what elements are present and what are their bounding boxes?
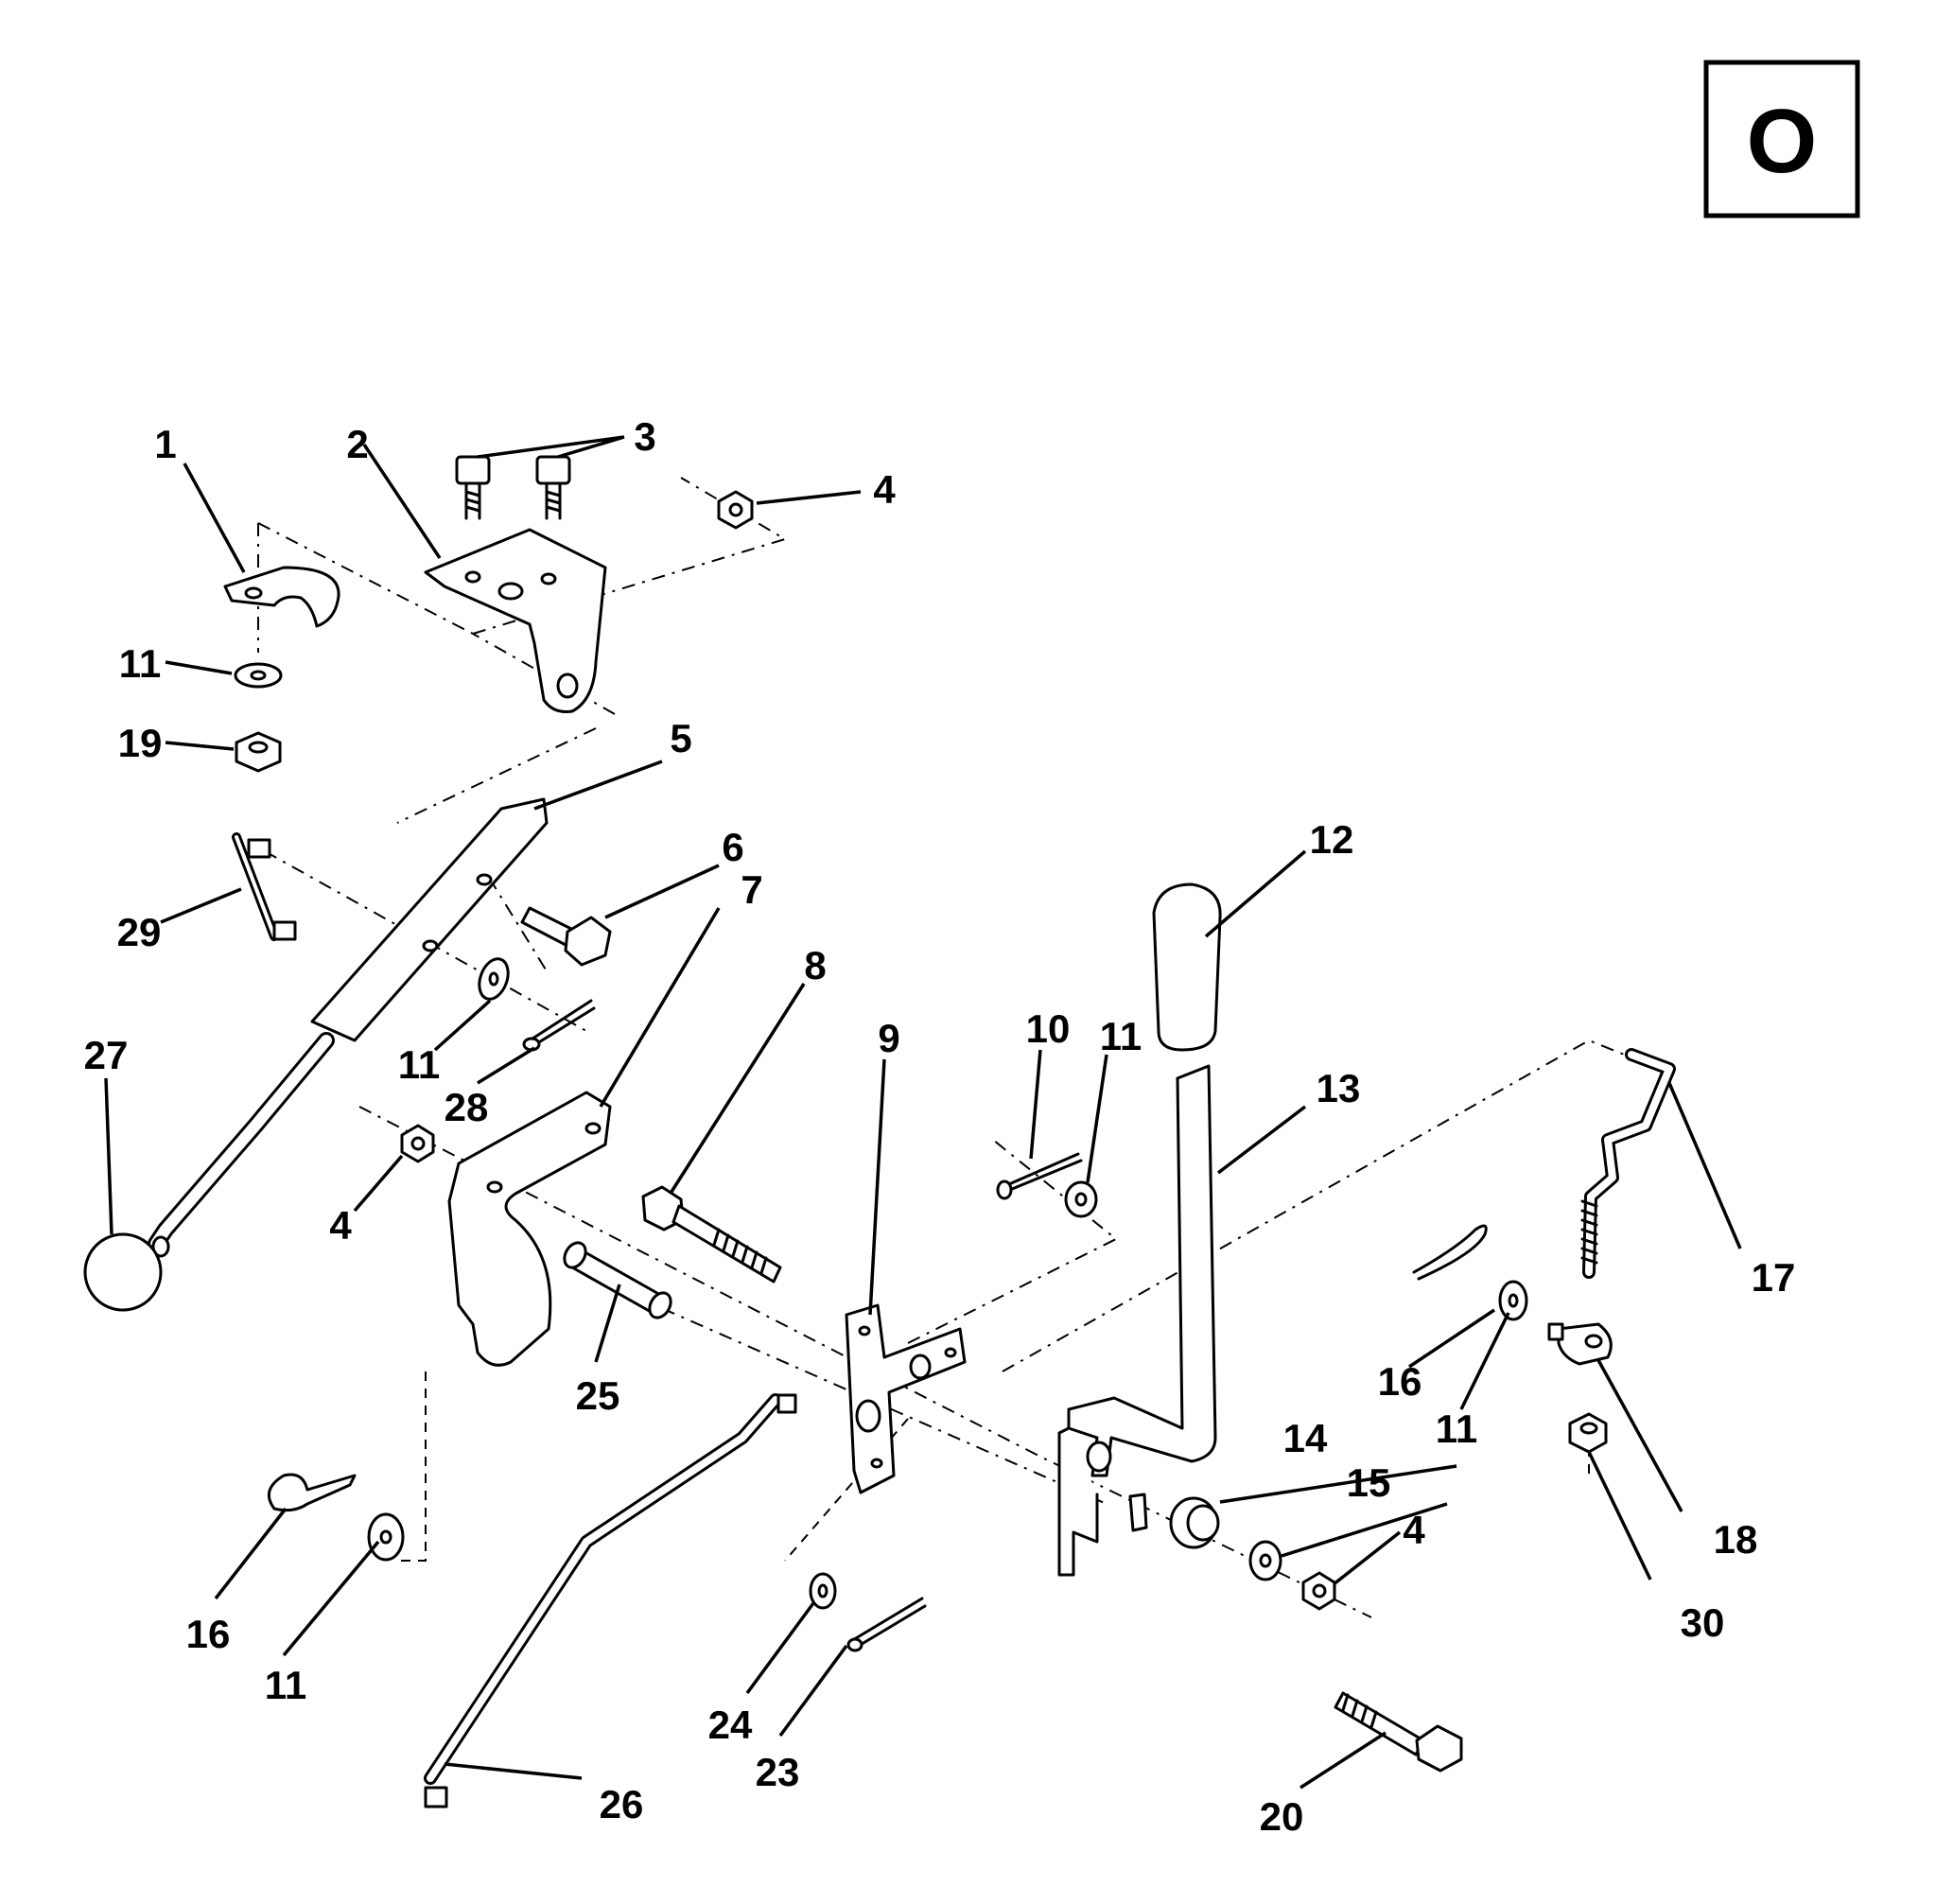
part-rod-17 (1580, 1048, 1676, 1279)
part-swivel-18 (1547, 1322, 1613, 1366)
callout-13: 13 (1317, 1066, 1361, 1110)
part-washer-15 (1248, 1540, 1282, 1581)
callout-4-top: 4 (873, 467, 896, 512)
part-grip-12 (1152, 882, 1222, 1052)
nut-19 (235, 731, 282, 773)
callout-labels: 1 2 3 4 11 19 5 6 7 29 12 8 9 10 11 27 1… (84, 414, 1796, 1839)
washer-left-top (234, 662, 283, 689)
callout-19: 19 (118, 721, 163, 765)
callout-16-right: 16 (1378, 1359, 1422, 1404)
part-plate-7 (447, 1091, 612, 1367)
callout-24: 24 (708, 1703, 753, 1747)
callout-17: 17 (1752, 1255, 1796, 1300)
part-cotter-16-left (267, 1473, 357, 1512)
part-cotter-10 (996, 1152, 1083, 1200)
callout-14: 14 (1283, 1416, 1328, 1460)
assembly-lines (257, 477, 1637, 1618)
callout-23: 23 (756, 1750, 800, 1794)
callout-28: 28 (445, 1085, 489, 1129)
callout-15: 15 (1347, 1460, 1391, 1505)
washer-10 (1064, 1180, 1098, 1218)
part-nut-30 (1568, 1412, 1608, 1454)
callout-4-mid: 4 (329, 1203, 352, 1248)
part-cotter-23 (846, 1597, 927, 1652)
part-bolts (455, 455, 571, 520)
part-washer-24 (809, 1572, 837, 1610)
callout-3: 3 (634, 414, 655, 459)
part-cotter-16-right (1412, 1224, 1488, 1281)
part-bolt-8 (641, 1185, 782, 1284)
callout-2: 2 (346, 422, 368, 466)
part-bolt-20 (1334, 1691, 1463, 1773)
nut-right (1301, 1571, 1336, 1611)
page-badge: O (1703, 60, 1860, 218)
callout-29: 29 (117, 910, 162, 954)
part-rod-26 (424, 1393, 797, 1808)
callout-12: 12 (1310, 817, 1354, 862)
part-link-29 (232, 832, 297, 941)
callout-18: 18 (1714, 1517, 1758, 1562)
nut-mid (400, 1124, 435, 1163)
part-spacer-25 (563, 1241, 672, 1319)
callout-20: 20 (1260, 1794, 1304, 1839)
part-lever-5 (83, 797, 549, 1312)
part-cotter-28 (522, 999, 596, 1052)
callout-6: 6 (722, 825, 743, 869)
callout-11-lever: 11 (398, 1042, 440, 1087)
part-lever-13 (1057, 1064, 1217, 1577)
part-clip (223, 566, 340, 628)
callout-27: 27 (84, 1033, 129, 1077)
callout-1: 1 (154, 422, 176, 466)
callout-30: 30 (1681, 1600, 1725, 1645)
callout-11-center: 11 (1100, 1014, 1142, 1058)
callout-4-right: 4 (1403, 1508, 1425, 1552)
callout-11-right: 11 (1436, 1406, 1477, 1451)
callout-5: 5 (670, 716, 691, 760)
washer-lever (478, 957, 510, 1001)
washer-right (1498, 1280, 1528, 1321)
part-bushing-14 (1169, 1496, 1220, 1549)
part-bolt-6 (520, 906, 612, 967)
knob-27 (83, 1232, 163, 1312)
callout-11-left: 11 (265, 1663, 306, 1707)
callout-25: 25 (576, 1373, 620, 1418)
part-pivot-9 (845, 1303, 967, 1494)
callout-8: 8 (804, 943, 826, 987)
part-bracket (424, 528, 607, 713)
callout-26: 26 (600, 1782, 644, 1826)
callout-11-top: 11 (119, 641, 161, 686)
leader-lines (104, 435, 1742, 1790)
callout-10: 10 (1026, 1006, 1071, 1051)
washer-left-bottom (367, 1512, 405, 1562)
callout-9: 9 (878, 1016, 899, 1060)
callout-7: 7 (741, 867, 762, 912)
page-badge-letter: O (1747, 91, 1818, 192)
callout-16-left: 16 (186, 1612, 231, 1656)
nut-top (717, 490, 754, 530)
